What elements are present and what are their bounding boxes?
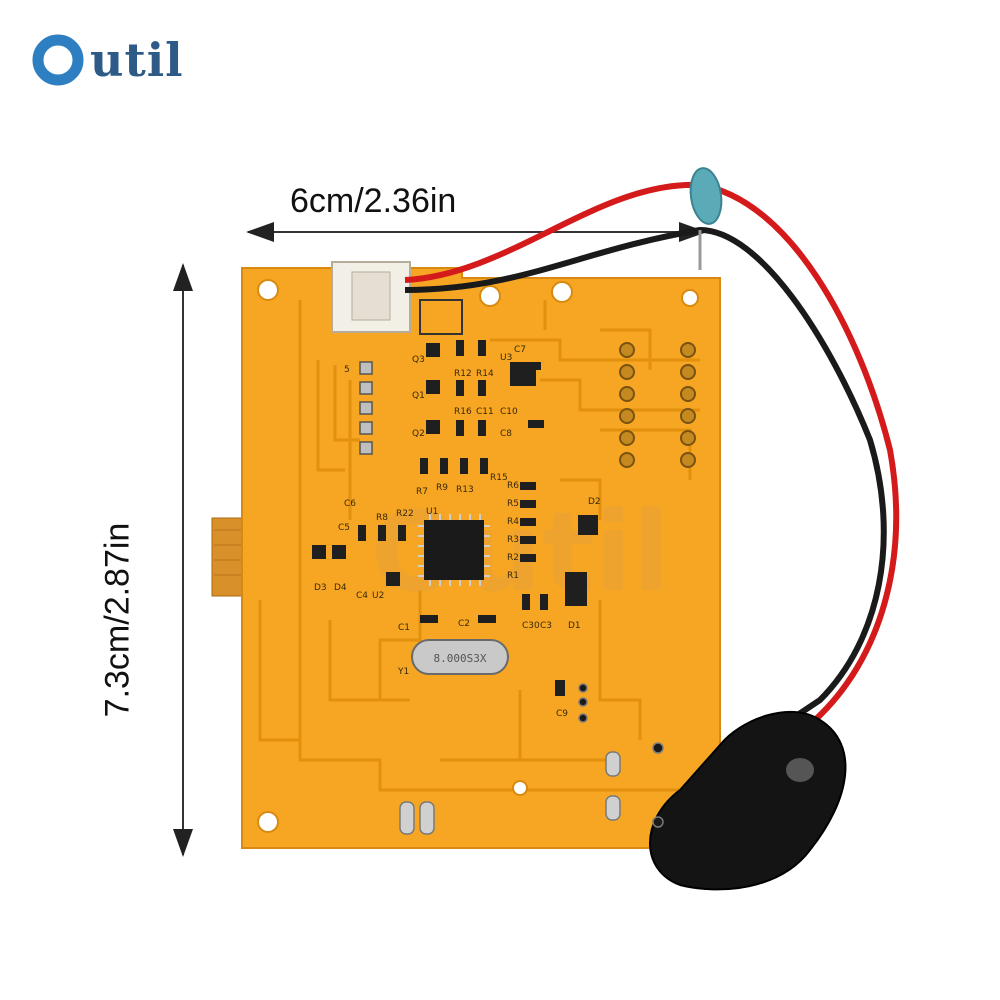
header-pins-right bbox=[619, 342, 696, 468]
label-r1: R1 bbox=[507, 571, 519, 581]
label-y1: Y1 bbox=[397, 667, 409, 677]
ribbon-connector bbox=[211, 517, 247, 597]
silkscreen-labels: Q3 Q1 Q2 R12 R14 R16 C11 C10 C8 C7 U3 R1… bbox=[314, 345, 601, 719]
label-r3: R3 bbox=[507, 535, 519, 545]
label-r6: R6 bbox=[507, 481, 519, 491]
label-c10: C10 bbox=[500, 407, 518, 417]
label-r13: R13 bbox=[456, 485, 474, 495]
label-c7: C7 bbox=[514, 345, 526, 355]
label-d4: D4 bbox=[334, 583, 347, 593]
width-dimension-label: 6cm/2.36in bbox=[290, 182, 457, 220]
label-c2: C2 bbox=[458, 619, 470, 629]
label-d2: D2 bbox=[588, 497, 601, 507]
label-r2: R2 bbox=[507, 553, 519, 563]
logo-o-ring-icon bbox=[32, 34, 84, 86]
label-c6: C6 bbox=[344, 499, 356, 509]
label-pin5: 5 bbox=[344, 365, 350, 375]
label-r8: R8 bbox=[376, 513, 388, 523]
logo-text: util bbox=[90, 33, 184, 87]
battery-clip bbox=[649, 710, 847, 891]
smd-components bbox=[312, 340, 598, 696]
label-r5: R5 bbox=[507, 499, 519, 509]
board-watermark: Outil bbox=[370, 488, 670, 616]
mounting-holes bbox=[257, 279, 699, 833]
pcb-traces bbox=[258, 300, 700, 792]
battery-clip-snap-icon bbox=[786, 758, 814, 782]
brand-logo: util bbox=[30, 30, 200, 90]
label-r16: R16 bbox=[454, 407, 472, 417]
label-r22: R22 bbox=[396, 509, 414, 519]
microcontroller-chip bbox=[418, 514, 490, 586]
right-solder-pads bbox=[578, 683, 664, 828]
label-q2: Q2 bbox=[412, 429, 425, 439]
label-q3: Q3 bbox=[412, 355, 425, 365]
label-c5: C5 bbox=[338, 523, 350, 533]
label-c8: C8 bbox=[500, 429, 512, 439]
jst-connector bbox=[331, 261, 463, 335]
crystal-oscillator: 8.000S3X bbox=[411, 639, 509, 675]
label-u1: U1 bbox=[426, 507, 438, 517]
label-r15: R15 bbox=[490, 473, 508, 483]
red-wire bbox=[404, 181, 900, 723]
label-c3: C3 bbox=[540, 621, 552, 631]
header-pins-left bbox=[359, 361, 373, 455]
label-c1: C1 bbox=[398, 623, 410, 633]
label-r4: R4 bbox=[507, 517, 519, 527]
label-r7: R7 bbox=[416, 487, 428, 497]
label-c4: C4 bbox=[356, 591, 368, 601]
bottom-solder-pads bbox=[399, 801, 435, 835]
crystal-marking: 8.000S3X bbox=[434, 652, 487, 665]
label-r12: R12 bbox=[454, 369, 472, 379]
thermistor-probe bbox=[689, 167, 723, 270]
label-d1: D1 bbox=[568, 621, 581, 631]
label-r9: R9 bbox=[436, 483, 448, 493]
label-u2: U2 bbox=[372, 591, 384, 601]
label-u3: U3 bbox=[500, 353, 512, 363]
label-d3: D3 bbox=[314, 583, 327, 593]
label-r14: R14 bbox=[476, 369, 494, 379]
label-c11: C11 bbox=[476, 407, 494, 417]
black-wire bbox=[404, 226, 887, 723]
label-c9: C9 bbox=[556, 709, 568, 719]
label-c30: C30 bbox=[522, 621, 540, 631]
label-q1: Q1 bbox=[412, 391, 425, 401]
